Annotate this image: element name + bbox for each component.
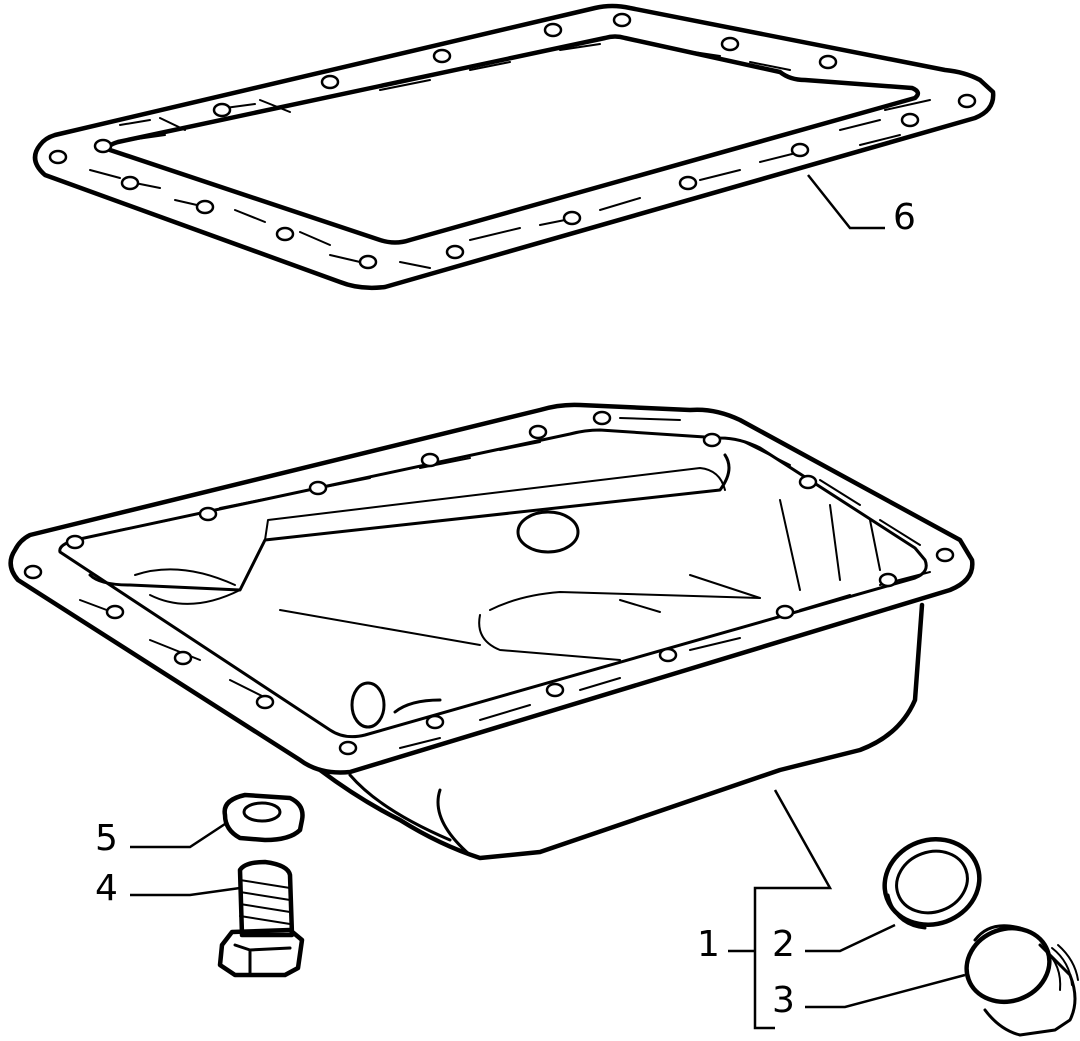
callout-2: 2 [772, 924, 795, 965]
gasket-bolt-holes [48, 12, 977, 270]
callout-labels: 6 5 4 1 2 3 [95, 197, 916, 1021]
seal-ring-part-2 [882, 837, 982, 930]
callout-5: 5 [95, 818, 118, 859]
callout-6: 6 [893, 197, 916, 238]
washer-part-5 [222, 792, 305, 843]
bolt-part-4 [217, 859, 305, 978]
leader-lines [130, 174, 966, 1030]
callout-3: 3 [772, 980, 795, 1021]
callout-1: 1 [697, 924, 720, 965]
pan-bolt-holes [23, 410, 955, 756]
oil-pan-part-1 [8, 402, 975, 861]
callout-4: 4 [95, 868, 118, 909]
drain-plug-part-3 [964, 924, 1079, 1037]
gasket-part-6 [32, 3, 996, 291]
